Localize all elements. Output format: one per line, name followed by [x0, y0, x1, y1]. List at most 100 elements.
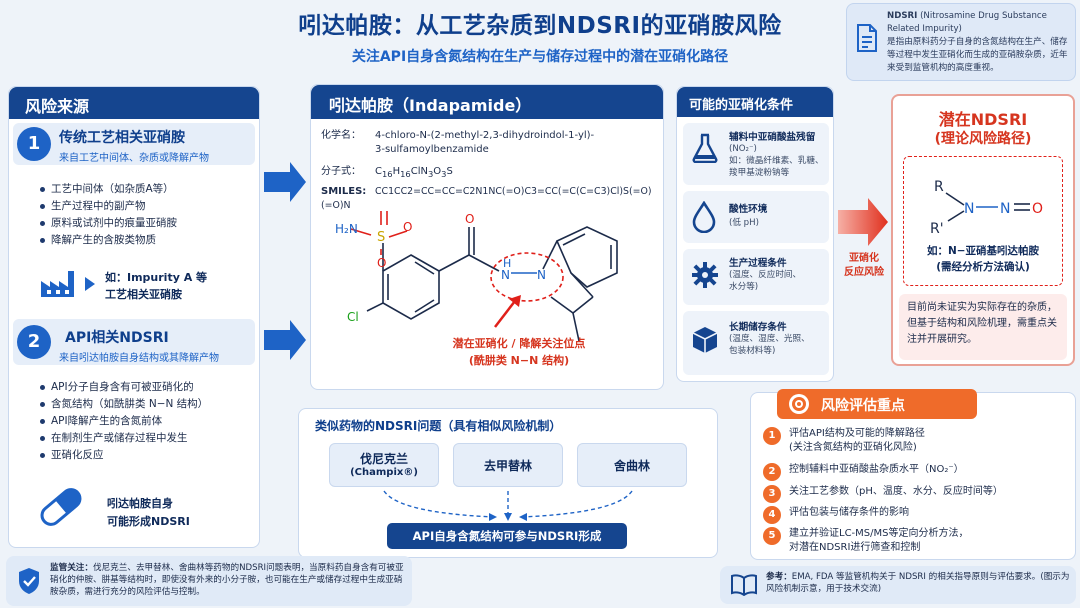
flow-arrow-2 — [264, 320, 306, 360]
condition-desc: 如：微晶纤维素、乳糖、 — [729, 156, 824, 166]
risk-text: 评估API结构及可能的降解路径 — [789, 428, 925, 439]
atom-label: O — [1032, 201, 1043, 217]
shield-icon — [16, 566, 42, 600]
label: SMILES: — [321, 186, 367, 197]
label-line: 亚硝化 — [849, 253, 879, 264]
atom-label: O — [377, 256, 386, 270]
risk-text: 对潜在NDSRI进行筛查和控制 — [789, 542, 921, 553]
label: 化学名： — [321, 130, 361, 141]
formula-part: C — [375, 166, 382, 177]
atom-label: S — [377, 230, 385, 245]
atom-label: N — [964, 201, 974, 217]
droplet-icon — [691, 200, 717, 237]
list-item: API降解产生的含氮前体 — [39, 413, 208, 430]
header-label: 风险评估重点 — [821, 398, 905, 414]
red-flow-arrow — [838, 198, 888, 246]
example-line: (需经分析方法确认) — [936, 261, 1030, 273]
nitrosation-risk-label: 亚硝化 反应风险 — [836, 252, 892, 280]
condition-desc: (NO₂⁻) — [729, 144, 757, 154]
condition-desc: (低 pH) — [729, 218, 759, 228]
ndsri-definition-box: NDSRI (Nitrosamine Drug Substance Relate… — [846, 3, 1076, 81]
smiles: SMILES:CC1CC2=CC=CC=C2N1NC(=O)C3=CC(=C(C… — [321, 185, 663, 213]
ndsri-term-full: (Nitrosamine Drug Substance Related Impu… — [887, 11, 1047, 34]
atom-label: Cl — [347, 310, 359, 324]
atom-label: O — [403, 220, 412, 234]
formula-part: H — [392, 166, 401, 177]
drug-name-en: (Champix®) — [350, 467, 418, 478]
ndsri-structure-box: R R' N N O 如：N−亚硝基吲达帕胺 (需经分析方法确认) — [903, 156, 1063, 286]
atom-label: N — [537, 268, 546, 282]
risk-text: (关注含氮结构的亚硝化风险) — [789, 442, 917, 453]
section-2-example: 吲达帕胺自身 可能形成NDSRI — [107, 495, 190, 531]
list-item: 原料或试剂中的痕量亚硝胺 — [39, 215, 177, 232]
ndsri-subtitle: (理论风险路径) — [934, 131, 1032, 147]
condition-desc: 包装材料等) — [729, 346, 776, 356]
risk-text: 评估包装与储存条件的影响 — [789, 507, 909, 518]
converging-arrows — [383, 490, 633, 521]
flow-arrow-1 — [264, 162, 306, 202]
risk-item: 1 评估API结构及可能的降解路径 (关注含氮结构的亚硝化风险) — [763, 427, 925, 455]
ndsri-note: 目前尚未证实为实际存在的杂质，但基于结构和风险机理，需重点关注并开展研究。 — [899, 294, 1067, 360]
chemical-name: 化学名：4-chloro-N-(2-methyl-2,3-dihydroindo… — [321, 129, 594, 157]
reference-note: 参考：EMA, FDA 等监管机构关于 NDSRI 的相关指导原则与评估要求。(… — [720, 566, 1076, 604]
conditions-panel: 可能的亚硝化条件 辅料中亚硝酸盐残留 (NO₂⁻) 如：微晶纤维素、乳糖、 羧甲… — [676, 86, 834, 382]
formula-part: 16 — [400, 169, 411, 179]
regulatory-text: 伐尼克兰、去甲替林、舍曲林等药物的NDSRI问题表明，当原料药自身含有可被亚硝化… — [50, 563, 404, 597]
flask-icon — [691, 133, 719, 167]
factory-icon — [39, 269, 81, 303]
risk-number: 1 — [763, 427, 781, 445]
drug-card: 舍曲林 — [577, 443, 687, 487]
condition-title: 生产过程条件 — [729, 258, 787, 269]
example-line: 如：Impurity A 等 — [105, 271, 208, 284]
list-item: 降解产生的含胺类物质 — [39, 232, 177, 249]
risk-assessment-header: 风险评估重点 — [777, 389, 977, 419]
condition-item: 生产过程条件 (温度、反应时间、 水分等) — [683, 249, 829, 305]
section-1-list: 工艺中间体（如杂质A等） 生产过程中的副产物 原料或试剂中的痕量亚硝胺 降解产生… — [39, 181, 177, 249]
ndsri-definition-text: 是指由原料药分子自身的含氮结构在生产、储存等过程中发生亚硝化而生成的亚硝胺杂质，… — [887, 37, 1068, 73]
regulatory-note: 监管关注：伐尼克兰、去甲替林、舍曲林等药物的NDSRI问题表明，当原料药自身含有… — [6, 556, 412, 606]
condition-desc: 水分等) — [729, 282, 759, 292]
drug-name: 去甲替林 — [483, 459, 532, 473]
similar-drugs-panel: 类似药物的NDSRI问题（具有相似风险机制） 伐尼克兰 (Champix®) 去… — [298, 408, 718, 558]
atom-label: H₂N — [335, 222, 358, 236]
example-line: 吲达帕胺自身 — [107, 497, 173, 510]
label-line: 潜在亚硝化 / 降解关注位点 — [452, 337, 586, 350]
box-icon — [691, 325, 719, 359]
list-item: 在制剂生产或储存过程中发生 — [39, 430, 208, 447]
list-item: 含氮结构（如酰肼类 N−N 结构） — [39, 396, 208, 413]
label-line: 反应风险 — [844, 267, 884, 278]
ndsri-title: 潜在NDSRI — [938, 110, 1028, 129]
risk-text: 建立并验证LC-MS/MS等定向分析方法， — [789, 528, 969, 539]
formula-part: 16 — [381, 169, 393, 179]
drug-card: 去甲替林 — [453, 443, 563, 487]
section-1-subtitle: 来自工艺中间体、杂质或降解产物 — [59, 153, 209, 164]
drug-card: 伐尼克兰 (Champix®) — [329, 443, 439, 487]
condition-desc: (温度、湿度、光照、 — [729, 334, 810, 344]
ndsri-term: NDSRI — [887, 11, 918, 21]
atom-label: H — [503, 257, 511, 270]
similar-header: 类似药物的NDSRI问题（具有相似风险机制） — [315, 419, 562, 433]
risk-number: 2 — [763, 463, 781, 481]
risk-number: 5 — [763, 527, 781, 545]
atom-label: R' — [930, 221, 944, 237]
arrow-icon — [85, 277, 97, 291]
list-item: API分子自身含有可被亚硝化的 — [39, 379, 208, 396]
risk-text: 关注工艺参数（pH、温度、水分、反应时间等） — [789, 486, 1003, 497]
list-item: 生产过程中的副产物 — [39, 198, 177, 215]
compound-header: 吲达帕胺（Indapamide） — [311, 85, 663, 119]
formula-part: ClN — [410, 166, 428, 177]
ndsri-example: 如：N−亚硝基吲达帕胺 (需经分析方法确认) — [904, 243, 1062, 275]
formula-part: 3 — [427, 169, 434, 179]
atom-label: R — [934, 179, 944, 195]
value: CC1CC2=CC=CC=C2N1NC(=O)C3=CC(=C(C=C3)Cl)… — [321, 186, 652, 211]
example-line: 如：N−亚硝基吲达帕胺 — [926, 245, 1040, 257]
condition-desc: 羧甲基淀粉钠等 — [729, 168, 790, 178]
atom-label: N — [1000, 201, 1010, 217]
risk-number: 3 — [763, 485, 781, 503]
value: 3-sulfamoylbenzamide — [375, 144, 489, 155]
section-2-list: API分子自身含有可被亚硝化的 含氮结构（如酰肼类 N−N 结构） API降解产… — [39, 379, 208, 464]
page-subtitle: 关注API自身含氮结构在生产与储存过程中的潜在亚硝化路径 — [351, 49, 729, 65]
list-item: 亚硝化反应 — [39, 447, 208, 464]
